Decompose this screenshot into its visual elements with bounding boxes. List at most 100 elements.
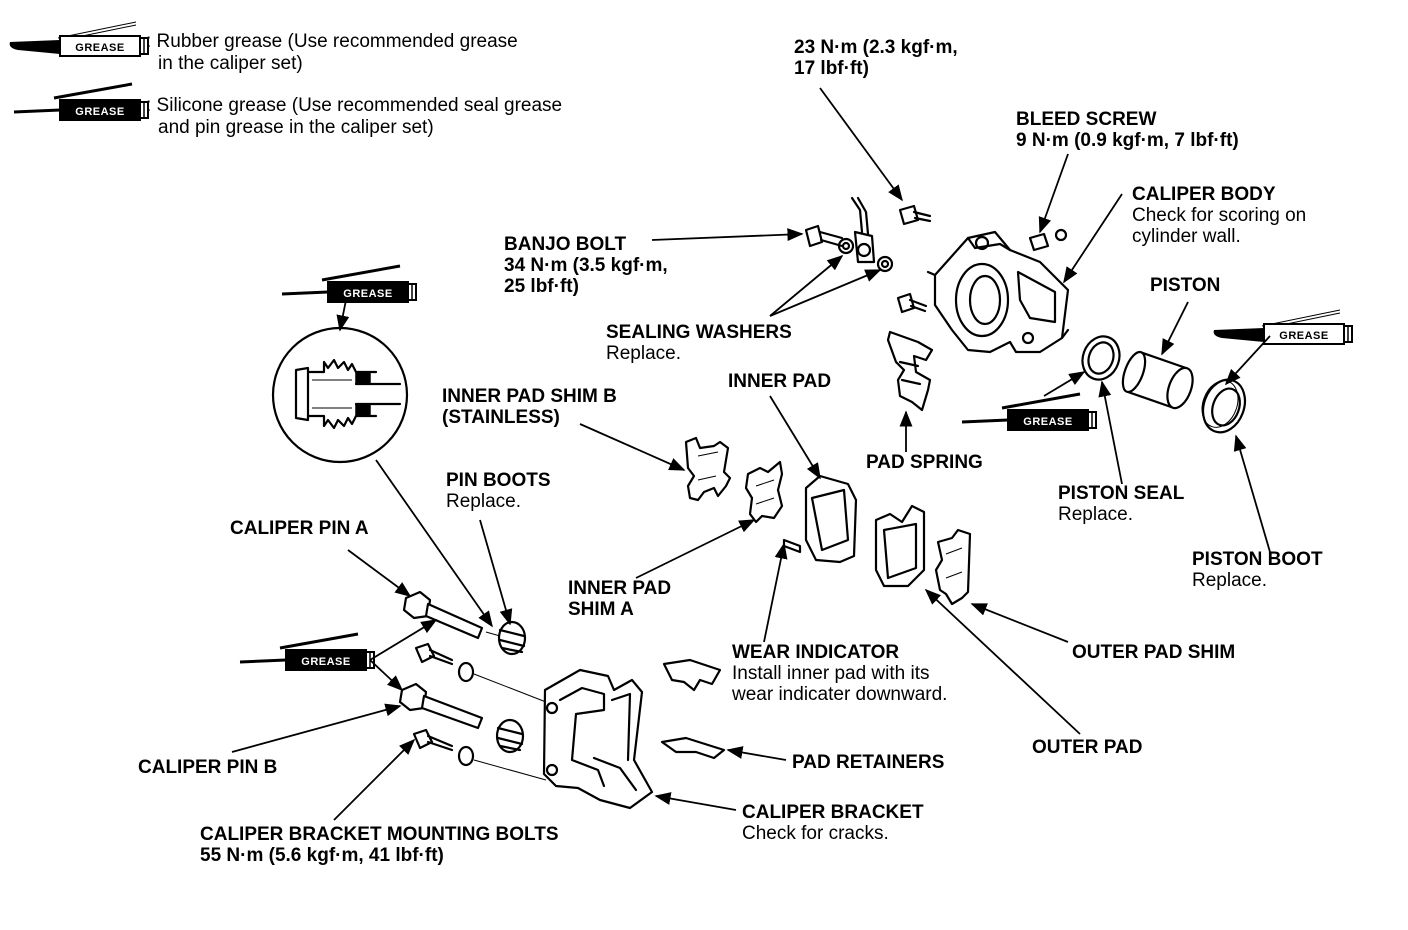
label-pin-boots-detail: Replace.	[446, 491, 521, 512]
label-caliper-body-title: CALIPER BODY	[1132, 184, 1276, 205]
label-caliper-body-line2: cylinder wall.	[1132, 226, 1241, 247]
label-sealing-washers-detail: Replace.	[606, 343, 681, 364]
legend-silicone-line1: : Silicone grease (Use recommended seal …	[146, 95, 563, 116]
label-piston-boot-detail: Replace.	[1192, 570, 1267, 591]
pin-boot-b	[495, 718, 525, 754]
label-inner-pad-shim-b-line2: (STAINLESS)	[442, 407, 560, 428]
pin-boot-detail-circle	[271, 326, 409, 464]
piston	[1121, 350, 1194, 410]
label-inner-pad-shim-a-line1: INNER PAD	[568, 578, 672, 599]
silicone-grease-icon: GREASE	[12, 82, 150, 122]
outer-pad-shim	[934, 528, 972, 606]
label-caliper-bracket-detail: Check for cracks.	[742, 823, 889, 844]
label-caliper-pin-b-title: CALIPER PIN B	[138, 757, 278, 778]
label-piston-boot: PISTON BOOT Replace.	[1192, 549, 1323, 591]
rubber-grease-icon-boot: GREASE	[1212, 309, 1353, 345]
label-inner-pad-shim-b-line1: INNER PAD SHIM B	[442, 386, 617, 407]
label-inner-pad-title: INNER PAD	[728, 371, 832, 392]
label-sealing-washers-title: SEALING WASHERS	[606, 322, 792, 343]
label-bleed-screw-detail: 9 N·m (0.9 kgf·m, 7 lbf·ft)	[1016, 130, 1239, 151]
rubber-grease-icon: GREASE	[8, 21, 149, 57]
label-bolt-torque-line2: 17 lbf·ft)	[794, 58, 869, 79]
caliper-pin-a	[402, 590, 484, 640]
outer-pad	[874, 504, 926, 588]
label-piston-seal-title: PISTON SEAL	[1058, 483, 1185, 504]
legend-rubber-line1: : Rubber grease (Use recommended grease	[146, 31, 518, 52]
svg-text:GREASE: GREASE	[343, 288, 392, 300]
legend-rubber-line2: in the caliper set)	[158, 53, 303, 74]
label-caliper-body: CALIPER BODY Check for scoring on cylind…	[1132, 184, 1306, 247]
label-outer-pad-shim-title: OUTER PAD SHIM	[1072, 642, 1236, 663]
silicone-grease-icon-pin-boot: GREASE	[280, 264, 418, 304]
mounting-bolt-upper	[414, 642, 475, 683]
label-banjo-bolt: BANJO BOLT 34 N·m (3.5 kgf·m, 25 lbf·ft)	[504, 234, 668, 297]
legend-rubber-grease: : Rubber grease (Use recommended grease …	[146, 31, 518, 75]
caliper-body-bolt-lower	[896, 292, 928, 314]
silicone-grease-icon-pins: GREASE	[238, 632, 376, 672]
label-wear-indicator-title: WEAR INDICATOR	[732, 642, 900, 663]
label-bleed-screw: BLEED SCREW 9 N·m (0.9 kgf·m, 7 lbf·ft)	[1016, 109, 1239, 151]
caliper-pin-b	[398, 682, 484, 730]
label-inner-pad-shim-b: INNER PAD SHIM B (STAINLESS)	[442, 386, 617, 428]
leader-lines	[231, 87, 1271, 821]
svg-text:GREASE: GREASE	[301, 656, 350, 668]
label-pad-spring-title: PAD SPRING	[866, 452, 983, 473]
label-piston: PISTON	[1150, 275, 1220, 296]
label-caliper-body-line1: Check for scoring on	[1132, 205, 1307, 226]
label-caliper-pin-a: CALIPER PIN A	[230, 518, 369, 539]
label-banjo-bolt-line1: 34 N·m (3.5 kgf·m,	[504, 255, 668, 276]
grease-badge-text: GREASE	[75, 42, 124, 54]
piston-boot	[1201, 378, 1247, 434]
label-sealing-washers: SEALING WASHERS Replace.	[606, 322, 792, 364]
silicone-grease-icon-seal: GREASE	[960, 392, 1098, 432]
label-piston-boot-title: PISTON BOOT	[1192, 549, 1323, 570]
label-mounting-bolts: CALIPER BRACKET MOUNTING BOLTS 55 N·m (5…	[200, 824, 559, 866]
pad-retainer-upper	[662, 658, 722, 692]
label-mounting-bolts-title: CALIPER BRACKET MOUNTING BOLTS	[200, 824, 559, 845]
label-pin-boots-title: PIN BOOTS	[446, 470, 551, 491]
label-outer-pad-title: OUTER PAD	[1032, 737, 1143, 758]
label-banjo-bolt-line2: 25 lbf·ft)	[504, 276, 579, 297]
label-pin-boots: PIN BOOTS Replace.	[446, 470, 551, 512]
inner-pad	[782, 474, 858, 564]
pad-retainer-lower	[660, 736, 726, 760]
piston-seal	[1081, 335, 1121, 381]
banjo-bolt-assembly	[804, 196, 894, 273]
label-piston-title: PISTON	[1150, 275, 1221, 296]
label-wear-indicator-line1: Install inner pad with its	[732, 663, 930, 684]
label-caliper-bracket: CALIPER BRACKET Check for cracks.	[742, 802, 924, 844]
label-bolt-torque-line1: 23 N·m (2.3 kgf·m,	[794, 37, 958, 58]
inner-pad-shim-b	[684, 436, 732, 502]
label-pad-retainers: PAD RETAINERS	[792, 752, 944, 773]
bleed-screw	[1028, 228, 1068, 252]
label-inner-pad-shim-a-line2: SHIM A	[568, 599, 634, 620]
label-inner-pad: INNER PAD	[728, 371, 831, 392]
label-mounting-bolts-detail: 55 N·m (5.6 kgf·m, 41 lbf·ft)	[200, 845, 444, 866]
pad-spring	[886, 330, 934, 412]
label-outer-pad: OUTER PAD	[1032, 737, 1142, 758]
pin-boot-a	[497, 620, 527, 656]
label-piston-seal: PISTON SEAL Replace.	[1058, 483, 1184, 525]
label-inner-pad-shim-a: INNER PAD SHIM A	[568, 578, 671, 620]
label-caliper-pin-a-title: CALIPER PIN A	[230, 518, 369, 539]
legend-silicone-line2: and pin grease in the caliper set)	[158, 117, 434, 138]
label-caliper-bracket-title: CALIPER BRACKET	[742, 802, 924, 823]
label-pad-spring: PAD SPRING	[866, 452, 983, 473]
grease-badge-text: GREASE	[75, 106, 124, 118]
svg-text:GREASE: GREASE	[1279, 330, 1328, 342]
caliper-bracket	[542, 668, 654, 810]
label-caliper-pin-b: CALIPER PIN B	[138, 757, 277, 778]
label-bleed-screw-title: BLEED SCREW	[1016, 109, 1157, 130]
caliper-body	[926, 230, 1070, 354]
legend-silicone-grease: : Silicone grease (Use recommended seal …	[146, 95, 562, 139]
label-outer-pad-shim: OUTER PAD SHIM	[1072, 642, 1235, 663]
label-bolt-torque: 23 N·m (2.3 kgf·m, 17 lbf·ft)	[794, 37, 958, 79]
label-pad-retainers-title: PAD RETAINERS	[792, 752, 945, 773]
label-wear-indicator: WEAR INDICATOR Install inner pad with it…	[732, 642, 947, 705]
mounting-bolt-lower	[412, 728, 475, 767]
caliper-body-bolt	[898, 204, 932, 226]
label-piston-seal-detail: Replace.	[1058, 504, 1133, 525]
svg-text:GREASE: GREASE	[1023, 416, 1072, 428]
inner-pad-shim-a	[744, 460, 784, 524]
